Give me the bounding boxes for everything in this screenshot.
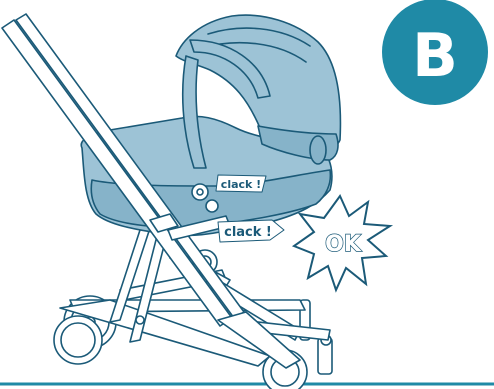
clack-callout-lower: clack ! bbox=[218, 220, 284, 242]
step-badge: B bbox=[382, 0, 488, 105]
ok-starburst: OK bbox=[294, 196, 390, 290]
clack-label-lower: clack ! bbox=[224, 225, 272, 240]
ok-label: OK bbox=[325, 232, 362, 257]
step-badge-letter: B bbox=[412, 21, 458, 91]
infant-car-seat bbox=[81, 15, 340, 235]
clack-label-upper: clack ! bbox=[221, 178, 261, 191]
clack-callout-upper: clack ! bbox=[216, 175, 266, 192]
